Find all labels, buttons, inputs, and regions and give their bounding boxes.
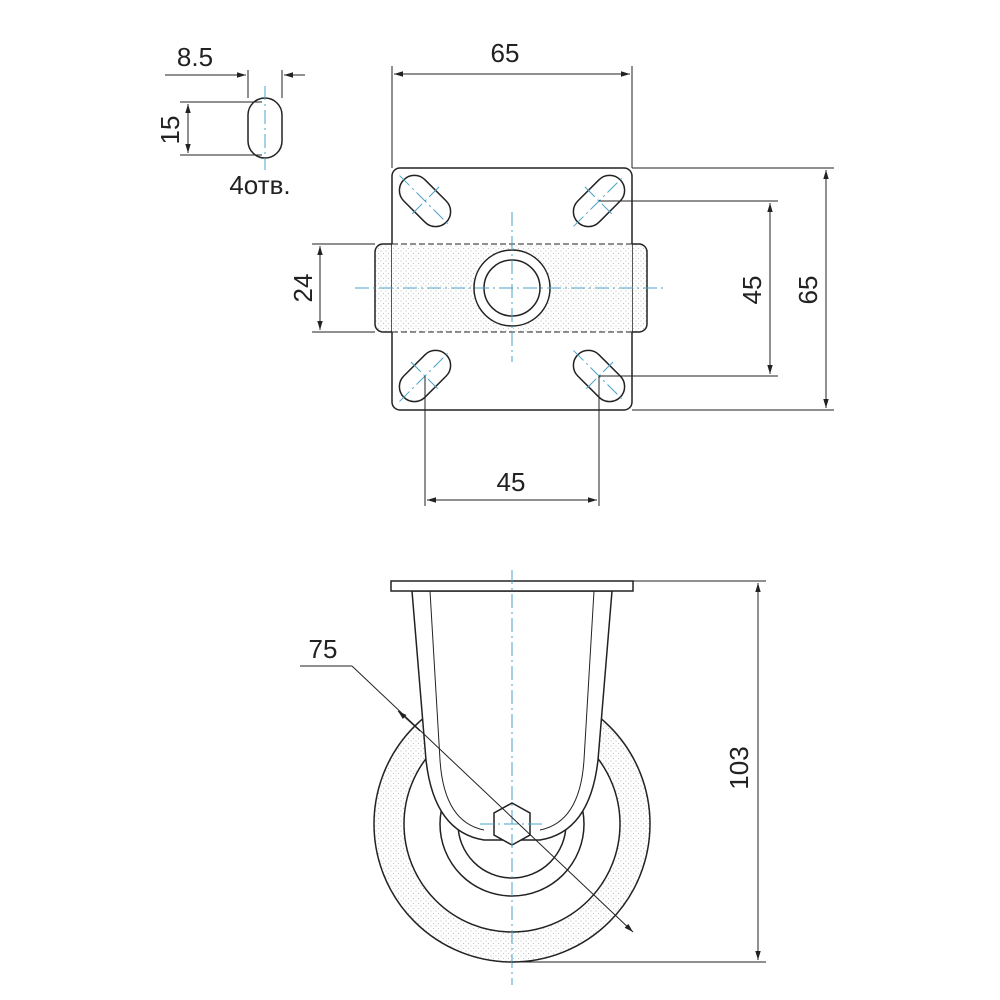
hole-spacing-vertical-label: 45 bbox=[737, 276, 767, 305]
top-view: 65 24 45 65 45 bbox=[288, 38, 834, 506]
side-view: 75 103 bbox=[300, 570, 766, 985]
total-height-label: 103 bbox=[724, 746, 754, 789]
plate-height-label: 65 bbox=[793, 276, 823, 305]
hole-spacing-horizontal-label: 45 bbox=[497, 467, 526, 497]
slot-detail: 8.5 15 4отв. bbox=[155, 42, 305, 200]
mounting-slot-top-left bbox=[398, 174, 452, 228]
holes-count-note: 4отв. bbox=[229, 170, 290, 200]
slot-height-label: 15 bbox=[155, 116, 185, 145]
wheel-diameter-label: 75 bbox=[309, 634, 338, 664]
slot-width-label: 8.5 bbox=[177, 42, 213, 72]
plate-width-label: 65 bbox=[491, 38, 520, 68]
stem-width-label: 24 bbox=[288, 274, 318, 303]
